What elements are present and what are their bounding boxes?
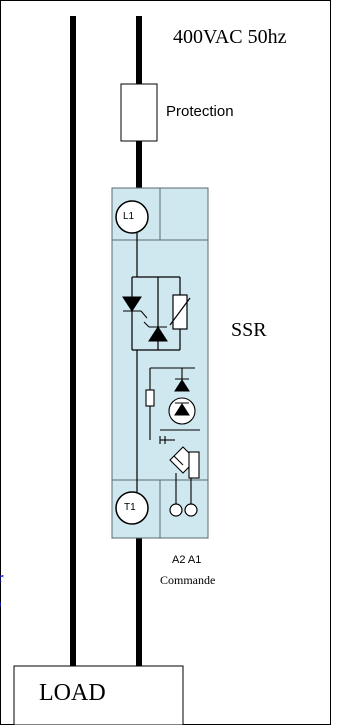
control-label: Commande	[160, 573, 216, 587]
thyristor-icons	[122, 296, 168, 342]
left-edge-text-2: o	[0, 597, 2, 612]
ssr-label: SSR	[231, 319, 267, 341]
led-icons	[174, 378, 190, 416]
supply-label: 400VAC 50hz	[173, 26, 287, 48]
right-wire-fuse-to-ssr	[136, 141, 142, 206]
fuse-body	[120, 83, 158, 142]
terminal-t1-circle	[115, 491, 149, 525]
right-wire-bottom	[136, 534, 142, 667]
terminal-l1-label: L1	[123, 211, 135, 222]
load-label: LOAD	[39, 680, 106, 706]
control-terminals-label: A2 A1	[172, 554, 202, 566]
terminal-t1-label: T1	[124, 502, 136, 513]
terminal-a1-circle	[184, 503, 198, 517]
left-wire	[70, 16, 76, 667]
terminal-a2-circle	[169, 503, 183, 517]
fuse-label: Protection	[166, 103, 234, 120]
load-box	[13, 665, 184, 725]
left-edge-text-3: c	[0, 618, 1, 633]
power-stage	[131, 233, 191, 492]
right-wire-top	[136, 16, 142, 84]
left-edge-text-1: r	[0, 570, 4, 586]
terminal-l1-circle	[115, 200, 149, 234]
